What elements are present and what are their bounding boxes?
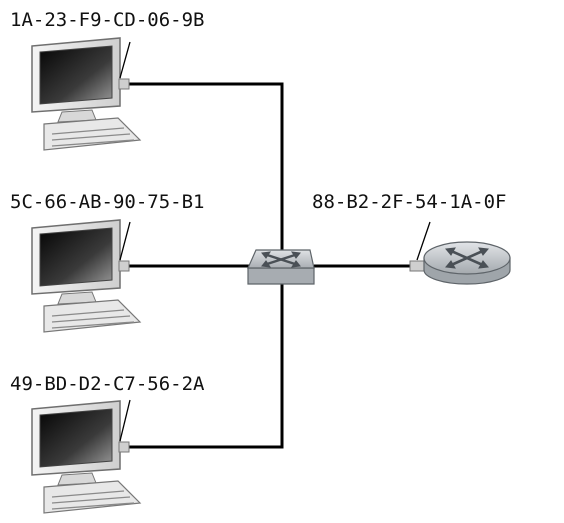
host-3-mac-label: 49-BD-D2-C7-56-2A [10, 373, 205, 395]
desktop-computer-icon [31, 219, 142, 333]
host-computer-3: 49-BD-D2-C7-56-2A [10, 373, 205, 514]
router-icon [409, 221, 511, 285]
switch-icon [247, 249, 315, 285]
link-host1-switch [128, 82, 284, 252]
router: 88-B2-2F-54-1A-0F [312, 191, 511, 285]
desktop-computer-icon [31, 399, 142, 514]
host-computer-1: 1A-23-F9-CD-06-9B [10, 9, 204, 151]
router-mac-label: 88-B2-2F-54-1A-0F [312, 191, 506, 213]
links [128, 82, 412, 449]
host-computer-2: 5C-66-AB-90-75-B1 [10, 191, 204, 333]
link-host3-switch [128, 282, 284, 449]
desktop-computer-icon [31, 37, 142, 151]
host-1-mac-label: 1A-23-F9-CD-06-9B [10, 9, 204, 31]
host-2-mac-label: 5C-66-AB-90-75-B1 [10, 191, 204, 213]
